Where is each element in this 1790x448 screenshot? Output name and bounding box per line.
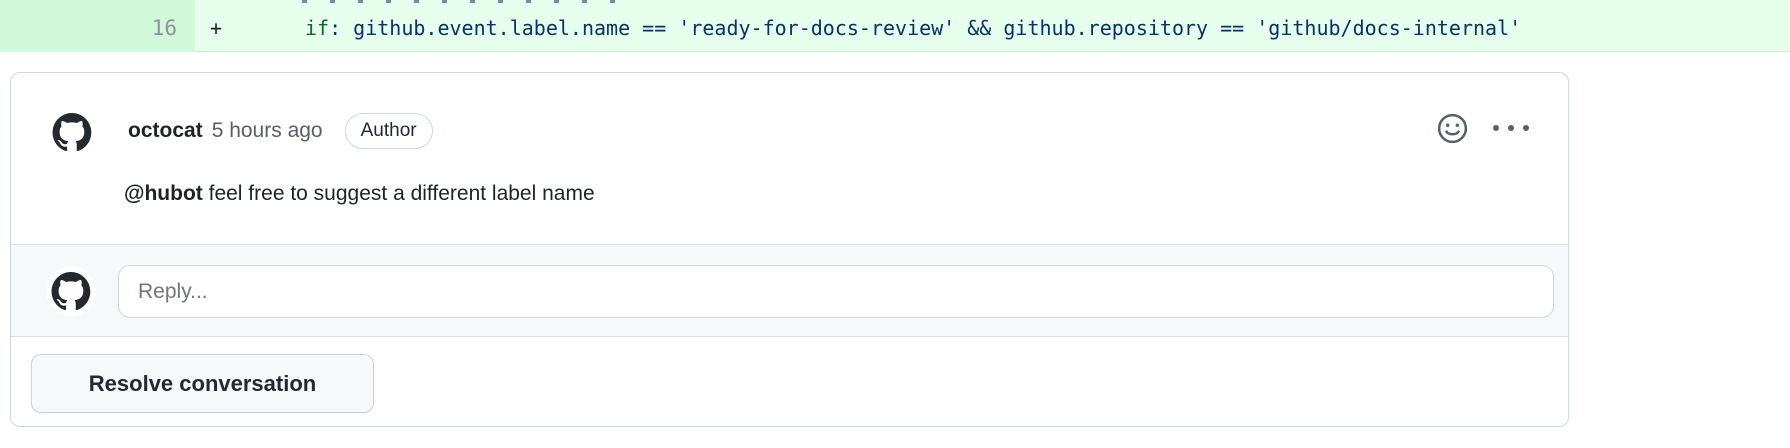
author-login[interactable]: octocat — [128, 119, 203, 142]
code-rest: : github.event.label.name == 'ready-for-… — [329, 16, 1522, 40]
diff-addition-sign: + — [210, 16, 223, 40]
kebab-menu-icon[interactable] — [1493, 125, 1529, 131]
mention-link[interactable]: @hubot — [124, 182, 203, 205]
divider — [11, 244, 1568, 245]
octocat-avatar-icon — [46, 266, 96, 316]
divider — [11, 336, 1568, 337]
avatar[interactable] — [47, 107, 97, 157]
line-number: 16 — [151, 16, 177, 40]
smiley-icon[interactable] — [1437, 113, 1468, 144]
comment-text: feel free to suggest a different label n… — [202, 182, 595, 205]
reply-section — [11, 245, 1568, 336]
comment-header: octocat 5 hours ago Author — [128, 111, 433, 151]
diff-added-line-row: 16 + if: github.event.label.name == 'rea… — [0, 0, 1790, 52]
code-text: if: github.event.label.name == 'ready-fo… — [305, 16, 1521, 40]
comment-body: @hubot feel free to suggest a different … — [124, 180, 595, 207]
octocat-avatar-icon — [47, 107, 97, 157]
resolve-conversation-button[interactable]: Resolve conversation — [31, 354, 374, 413]
diff-line-number-gutter — [0, 0, 195, 52]
resolve-section: Resolve conversation — [11, 337, 1568, 426]
review-comment-card: octocat 5 hours ago Author @hubot feel f… — [10, 72, 1569, 427]
diff-code-line: 16 + if: github.event.label.name == 'rea… — [0, 5, 1790, 51]
author-badge: Author — [344, 113, 433, 149]
clipped-previous-code-line — [302, 0, 634, 3]
code-keyword: if — [305, 16, 330, 40]
comment-timestamp[interactable]: 5 hours ago — [211, 119, 323, 142]
avatar — [46, 266, 96, 316]
reply-input[interactable] — [118, 265, 1554, 318]
